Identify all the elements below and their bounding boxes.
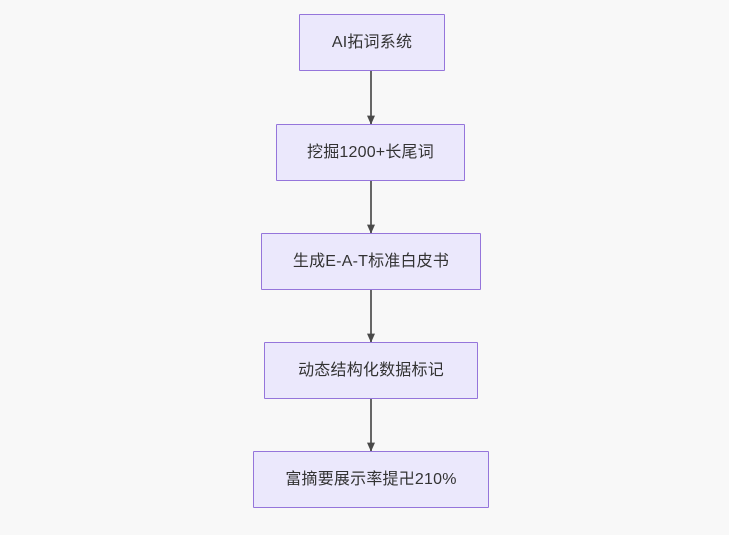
flowchart-node-dynamic-structured-data-markup[interactable]: 动态结构化数据标记 (264, 342, 478, 399)
node-label: 生成E-A-T标准白皮书 (292, 252, 450, 270)
node-label: 富摘要展示率提卍210% (285, 470, 457, 488)
node-label: 挖掘1200+长尾词 (307, 143, 434, 161)
flowchart-node-ai-keyword-system[interactable]: AI拓词系统 (299, 14, 445, 71)
flowchart-node-generate-eat-whitepaper[interactable]: 生成E-A-T标准白皮书 (261, 233, 481, 290)
flowchart-node-mine-longtail-keywords[interactable]: 挖掘1200+长尾词 (276, 124, 465, 181)
flowchart-node-rich-snippet-impression-lift[interactable]: 富摘要展示率提卍210% (253, 451, 489, 508)
node-label: 动态结构化数据标记 (298, 361, 444, 379)
node-label: AI拓词系统 (331, 33, 413, 51)
